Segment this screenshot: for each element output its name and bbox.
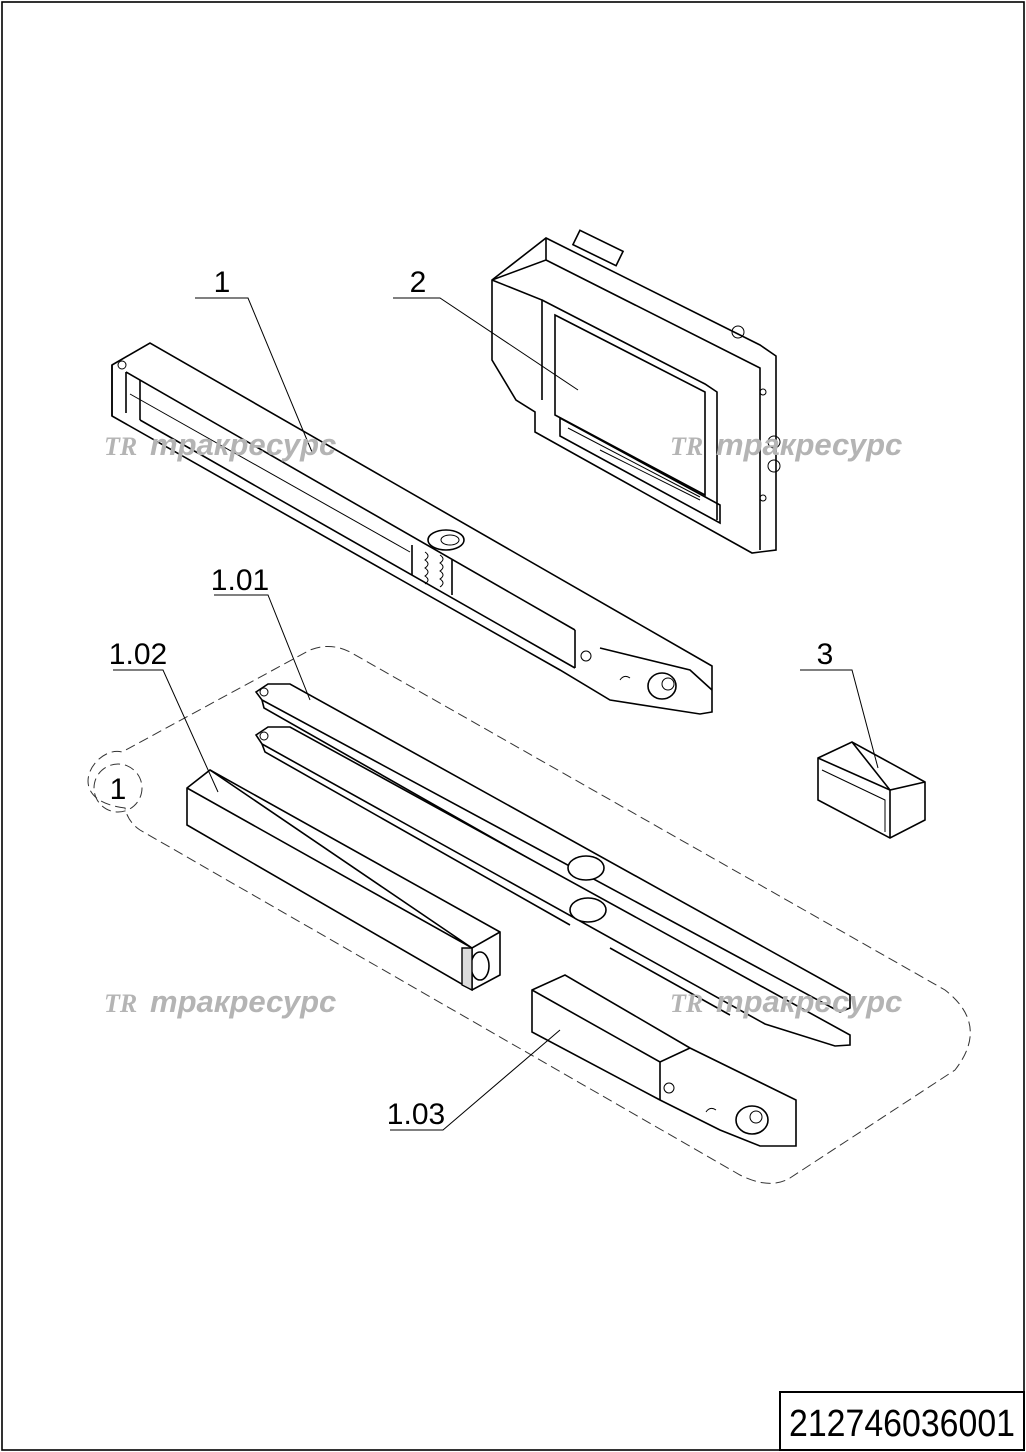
leader-lines [113,297,879,1131]
part-1-01-strips [254,683,851,1047]
title-block-box [779,1391,1025,1451]
callout-1-01: 1.01 [211,564,269,597]
svg-text:тракресурс: тракресурс [716,427,902,462]
part-3-cap [817,741,926,839]
detail-ref-label: 1 [110,773,127,806]
svg-text:TR: TR [670,989,703,1018]
part-2-monitor [491,229,781,554]
watermark-top-left: TR тракресурс [104,427,336,462]
watermark-bottom-right: TR тракресурс [670,984,902,1019]
part-number: 212746036001 [789,1403,1015,1445]
callout-1: 1 [214,266,231,299]
detail-1-bubble [93,763,143,813]
part-1-02-tube [186,769,501,992]
svg-text:TR: TR [104,432,137,461]
callout-1-03: 1.03 [387,1098,445,1131]
callout-1-02: 1.02 [109,638,167,671]
svg-text:TR: TR [670,432,703,461]
svg-text:TR: TR [104,989,137,1018]
svg-text:тракресурс: тракресурс [716,984,902,1019]
part-1-03-endpiece [531,974,797,1147]
watermark-bottom-left: TR тракресурс [104,984,336,1019]
callout-3: 3 [817,638,834,671]
detail-1-boundary [87,646,971,1184]
callout-2: 2 [410,266,427,299]
svg-text:тракресурс: тракресурс [150,427,336,462]
svg-text:тракресурс: тракресурс [150,984,336,1019]
part-1-bracket-arm [111,342,713,715]
watermark-top-right: TR тракресурс [670,427,902,462]
